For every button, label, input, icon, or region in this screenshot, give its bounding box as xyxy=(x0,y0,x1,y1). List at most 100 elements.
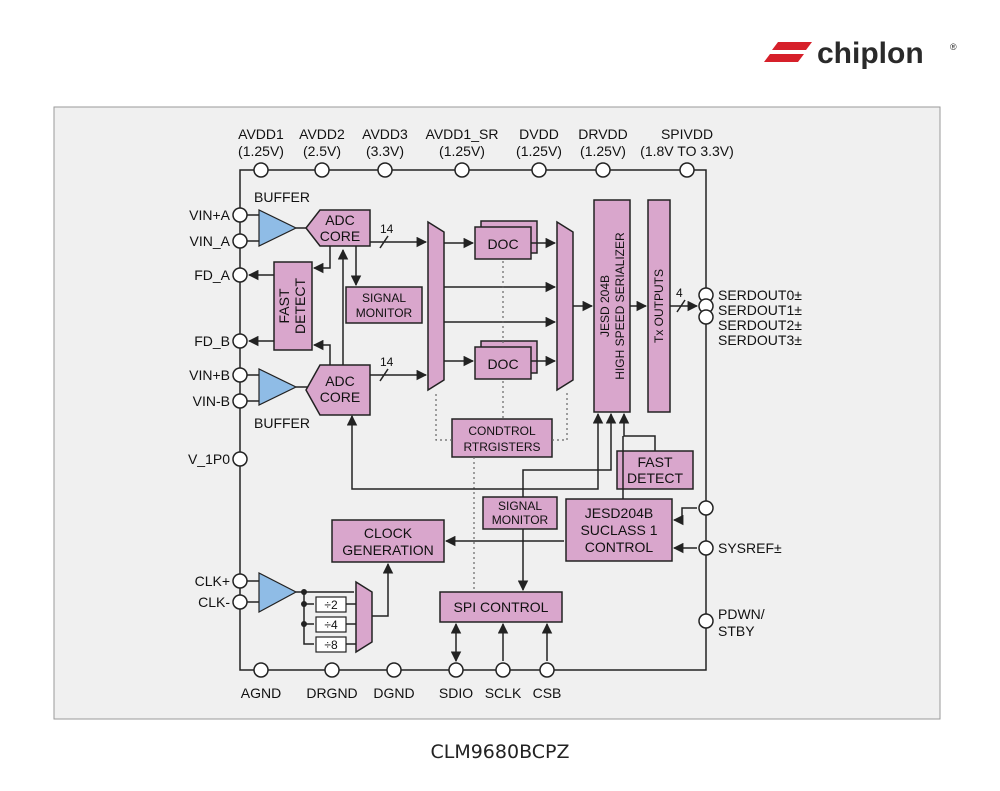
signal-monitor-line1: SIGNAL xyxy=(362,291,406,305)
supply-voltage: (3.3V) xyxy=(366,143,404,159)
pin-label-drgnd: DRGND xyxy=(306,685,357,701)
pin-circle xyxy=(454,162,470,178)
doc-a-label: DOC xyxy=(487,236,518,252)
pin-circle xyxy=(232,333,248,349)
wire xyxy=(346,412,604,490)
pin-label-fd-a: FD_A xyxy=(194,267,230,283)
signal-monitor-2-line1: SIGNAL xyxy=(498,499,542,513)
pin-label-stby: STBY xyxy=(718,623,755,639)
buffer-label-bottom: BUFFER xyxy=(254,415,310,431)
brand-logo: chiplon ® xyxy=(764,37,957,70)
pin-label-clk-plus: CLK+ xyxy=(195,573,230,589)
supply-pins: AVDD1 (1.25V) AVDD2 (2.5V) AVDD3 (3.3V) … xyxy=(238,126,734,178)
supply-name: AVDD2 xyxy=(299,126,345,142)
pin-label-vin-b: VIN-B xyxy=(193,393,230,409)
supply-name: AVDD1_SR xyxy=(426,126,499,142)
jesd-control-line2: SUCLASS 1 xyxy=(580,522,657,538)
fast-detect-h-line1: FAST xyxy=(637,454,672,470)
control-registers-line1: CONDTROL xyxy=(468,424,536,438)
pin-circle xyxy=(253,662,269,678)
pin-circle xyxy=(539,662,555,678)
pin-circle xyxy=(679,162,695,178)
pin-circle xyxy=(698,613,714,629)
pin-label-dgnd: DGND xyxy=(373,685,414,701)
fast-detect-v-line1: FAST xyxy=(276,288,292,323)
bottom-pins: AGND DRGND DGND SDIO SCLK CSB xyxy=(241,662,562,701)
wire xyxy=(672,507,697,526)
lane-count: 4 xyxy=(676,286,683,300)
spi-control-label: SPI CONTROL xyxy=(454,599,549,615)
signal-monitor-line2: MONITOR xyxy=(356,306,413,320)
pin-circle xyxy=(232,267,248,283)
pin-label-agnd: AGND xyxy=(241,685,281,701)
pin-label-sdio: SDIO xyxy=(439,685,473,701)
bus-slash xyxy=(676,299,686,313)
wire xyxy=(522,412,617,497)
control-registers-line2: RTRGISTERS xyxy=(463,440,540,454)
signal-monitor-2 xyxy=(482,496,558,530)
wire xyxy=(312,339,331,365)
clock-generation xyxy=(331,519,445,563)
pin-circle xyxy=(531,162,547,178)
spi-control xyxy=(439,591,563,623)
bus-slash xyxy=(379,235,389,249)
doc-b-label: DOC xyxy=(487,356,518,372)
junction-dot xyxy=(301,589,307,595)
logo-mark-icon-lower xyxy=(764,54,804,62)
pin-circle xyxy=(495,662,511,678)
supply-voltage: (1.25V) xyxy=(580,143,626,159)
signal-monitor xyxy=(345,286,423,324)
clock-generation-line1: CLOCK xyxy=(364,525,413,541)
logo-mark-icon xyxy=(772,42,812,50)
pin-label-vin-plus-b: VIN+B xyxy=(189,367,230,383)
right-pins: SERDOUT0± SERDOUT1± SERDOUT2± SERDOUT3± … xyxy=(698,287,802,639)
serializer-line1: JESD 204B xyxy=(598,275,612,337)
pin-label-csb: CSB xyxy=(533,685,562,701)
pin-circle xyxy=(232,451,248,467)
bus-width-b: 14 xyxy=(380,355,394,369)
adc-core-a-line1: ADC xyxy=(325,212,355,228)
left-pins: VIN+A VIN_A FD_A FD_B VIN+B VIN-B V_1P0 … xyxy=(188,207,248,610)
buffer-b-icon xyxy=(258,368,298,406)
doc-a xyxy=(474,226,532,260)
pin-circle xyxy=(232,207,248,223)
supply-voltage: (1.8V TO 3.3V) xyxy=(640,143,734,159)
clock-generation-line2: GENERATION xyxy=(342,542,434,558)
divider-8-label: ÷8 xyxy=(324,638,338,652)
mux-right xyxy=(556,220,574,392)
jesd-serializer xyxy=(593,199,631,413)
supply-voltage: (1.25V) xyxy=(516,143,562,159)
tx-outputs-label: Tx OUTPUTS xyxy=(652,269,666,343)
pin-label-vin-a: VIN_A xyxy=(190,233,231,249)
pin-label-sysref: SYSREF± xyxy=(718,540,782,556)
fast-detect-h-line2: DETECT xyxy=(627,470,683,486)
control-link xyxy=(552,392,568,441)
wire xyxy=(312,246,331,274)
adc-core-b xyxy=(305,364,371,416)
part-number-caption: CLM9680BCPZ xyxy=(430,741,569,763)
pin-circle xyxy=(232,367,248,383)
pin-label-v-1p0: V_1P0 xyxy=(188,451,230,467)
divider-2-label: ÷2 xyxy=(324,598,338,612)
serializer-line2: HIGH SPEED SERIALIZER xyxy=(613,232,627,380)
jesd-subclass-control xyxy=(565,498,673,562)
pin-circle xyxy=(698,540,714,556)
buffer-a-icon xyxy=(258,209,298,247)
pin-circle xyxy=(698,500,714,516)
pin-circle xyxy=(448,662,464,678)
pin-label-vin-plus-a: VIN+A xyxy=(189,207,231,223)
pin-circle xyxy=(232,233,248,249)
adc-core-b-line1: ADC xyxy=(325,373,355,389)
pin-label-serdout1: SERDOUT1± xyxy=(718,302,802,318)
pin-circle xyxy=(232,594,248,610)
wire xyxy=(372,562,394,617)
junction-dot xyxy=(301,621,307,627)
pin-circle xyxy=(232,393,248,409)
pin-circle xyxy=(314,162,330,178)
pin-circle xyxy=(595,162,611,178)
fast-detect-vertical xyxy=(273,261,313,351)
pin-label-serdout0: SERDOUT0± xyxy=(718,287,802,303)
pin-label-fd-b: FD_B xyxy=(194,333,230,349)
bus-slash xyxy=(379,368,389,382)
wire xyxy=(303,592,314,645)
